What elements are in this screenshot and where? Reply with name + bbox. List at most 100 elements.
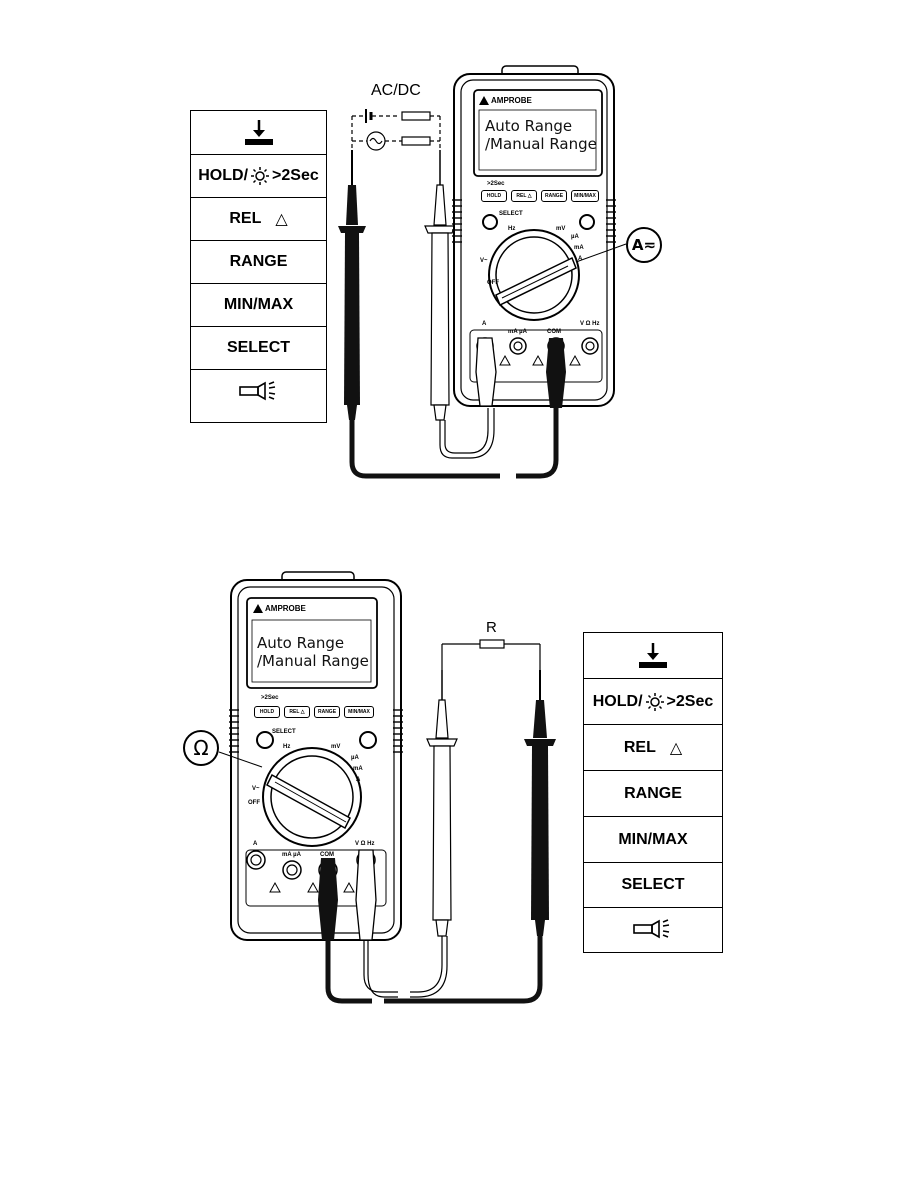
- legend-press-icon-cell: [584, 633, 722, 678]
- backlight-sun-icon: [251, 167, 270, 185]
- dial-ua-label: µA: [351, 755, 359, 761]
- legend-range-label: RANGE: [229, 253, 288, 270]
- legend-rel-label: REL: [229, 210, 262, 227]
- select-label: SELECT: [272, 729, 296, 735]
- minmax-key[interactable]: MIN/MAX: [571, 190, 599, 202]
- jack-v-label: V Ω Hz: [580, 321, 600, 327]
- lcd-line-2: /Manual Range: [485, 135, 597, 153]
- backlight-sun-icon: [645, 692, 664, 711]
- range-key[interactable]: RANGE: [541, 190, 567, 202]
- black-probe: [384, 670, 556, 1004]
- jack-a-label: A: [482, 321, 487, 327]
- legend-rel: REL △: [191, 197, 326, 240]
- figure2-drawing: [218, 571, 556, 1004]
- lcd-line-2: /Manual Range: [257, 652, 369, 670]
- legend-range-label: RANGE: [624, 784, 682, 802]
- delta-icon: △: [275, 211, 288, 228]
- legend-range: RANGE: [191, 240, 326, 283]
- backlight-hint: >2Sec: [487, 181, 505, 187]
- jack-ma-label: mA µA: [508, 329, 527, 335]
- figure-resistance-measurement: HOLD/ >2Sec REL △ RANGE MIN/MAX SELECT: [0, 560, 918, 1030]
- red-probe: [424, 150, 495, 459]
- press-down-icon: [639, 642, 667, 668]
- legend-minmax-label: MIN/MAX: [223, 296, 294, 313]
- dc-circuit: [351, 109, 441, 150]
- dial-mv-label: mV: [331, 744, 341, 750]
- figure1-drawing: [338, 65, 627, 479]
- hold-key[interactable]: HOLD: [481, 190, 507, 202]
- legend-press-icon-cell: [191, 111, 326, 154]
- lcd-display: Auto Range /Manual Range: [485, 117, 597, 153]
- amprobe-logo-triangle: [253, 604, 263, 613]
- lcd-line-1: Auto Range: [485, 117, 573, 135]
- lcd-line-1: Auto Range: [257, 634, 345, 652]
- resistor-circuit: [441, 639, 541, 670]
- dial-ma-label: mA: [353, 766, 363, 772]
- hold-key[interactable]: HOLD: [254, 706, 280, 718]
- backlight-hint: >2Sec: [261, 695, 279, 701]
- multimeter-body: [452, 65, 616, 408]
- jack-com-label: COM: [320, 852, 334, 858]
- flashlight-icon: [238, 381, 275, 401]
- minmax-key[interactable]: MIN/MAX: [344, 706, 374, 718]
- red-probe: [410, 670, 458, 998]
- circuit-label: AC/DC: [371, 82, 421, 99]
- v-lead: [363, 940, 398, 998]
- function-badge-current: A≂: [626, 227, 662, 263]
- dial-v-label: V~: [480, 258, 488, 264]
- range-key[interactable]: RANGE: [314, 706, 340, 718]
- legend-flashlight-cell: [191, 369, 326, 412]
- legend-minmax-label: MIN/MAX: [618, 830, 688, 848]
- resistor-label: R: [486, 619, 497, 636]
- jack-ma-label: mA µA: [282, 852, 301, 858]
- legend-hold: HOLD/ >2Sec: [191, 154, 326, 197]
- legend-minmax: MIN/MAX: [584, 816, 722, 862]
- dial-v-label: V~: [252, 786, 260, 792]
- legend-range: RANGE: [584, 770, 722, 816]
- dial-hz-label: Hz: [283, 744, 291, 750]
- dial-ma-label: mA: [574, 245, 584, 251]
- ac-circuit: [352, 131, 440, 151]
- dial-mv-label: mV: [556, 226, 566, 232]
- dial-hz-label: Hz: [508, 226, 516, 232]
- legend-select-label: SELECT: [621, 876, 685, 893]
- com-lead: [516, 408, 559, 479]
- flashlight-icon: [633, 919, 670, 939]
- legend-hold: HOLD/ >2Sec: [584, 678, 722, 724]
- jack-v-label: V Ω Hz: [355, 841, 375, 847]
- legend-hold-label: HOLD/: [592, 692, 643, 710]
- legend-2sec-label: >2Sec: [666, 692, 714, 710]
- dial-off-label: OFF: [248, 800, 260, 806]
- legend-minmax: MIN/MAX: [191, 283, 326, 326]
- amprobe-logo-triangle: [479, 96, 489, 105]
- legend-flashlight-cell: [584, 907, 722, 950]
- legend-select-label: SELECT: [226, 339, 291, 356]
- black-probe: [338, 150, 500, 479]
- button-legend: HOLD/ >2Sec REL △ RANGE MIN/MAX SELECT: [583, 632, 723, 953]
- legend-select: SELECT: [191, 326, 326, 369]
- dial-ua-label: µA: [571, 234, 579, 240]
- legend-rel: REL △: [584, 724, 722, 770]
- legend-2sec-label: >2Sec: [272, 167, 319, 184]
- brand-logo: AMPROBE: [265, 604, 306, 613]
- press-down-icon: [244, 119, 273, 145]
- delta-icon: △: [669, 739, 683, 757]
- legend-rel-label: REL: [623, 738, 656, 756]
- legend-hold-label: HOLD/: [198, 167, 249, 184]
- rel-key[interactable]: REL △: [511, 190, 537, 202]
- dial-off-label: OFF: [487, 280, 499, 286]
- jack-com-label: COM: [547, 329, 561, 335]
- multimeter-body: [229, 571, 403, 941]
- button-legend: HOLD/ >2Sec REL △ RANGE MIN/MAX SELECT: [190, 110, 327, 423]
- function-badge-ohm: Ω: [183, 730, 219, 766]
- lcd-display: Auto Range /Manual Range: [257, 634, 369, 670]
- brand-logo: AMPROBE: [491, 96, 532, 105]
- jack-a-label: A: [253, 841, 258, 847]
- dial-a-label: A: [356, 777, 361, 783]
- dial-a-label: A: [578, 256, 583, 262]
- select-label: SELECT: [499, 211, 523, 217]
- legend-select: SELECT: [584, 862, 722, 907]
- figure-current-measurement: HOLD/ >2Sec REL △ RANGE MIN/MAX SELECT: [0, 0, 918, 520]
- com-lead: [325, 940, 372, 1004]
- rel-key[interactable]: REL △: [284, 706, 310, 718]
